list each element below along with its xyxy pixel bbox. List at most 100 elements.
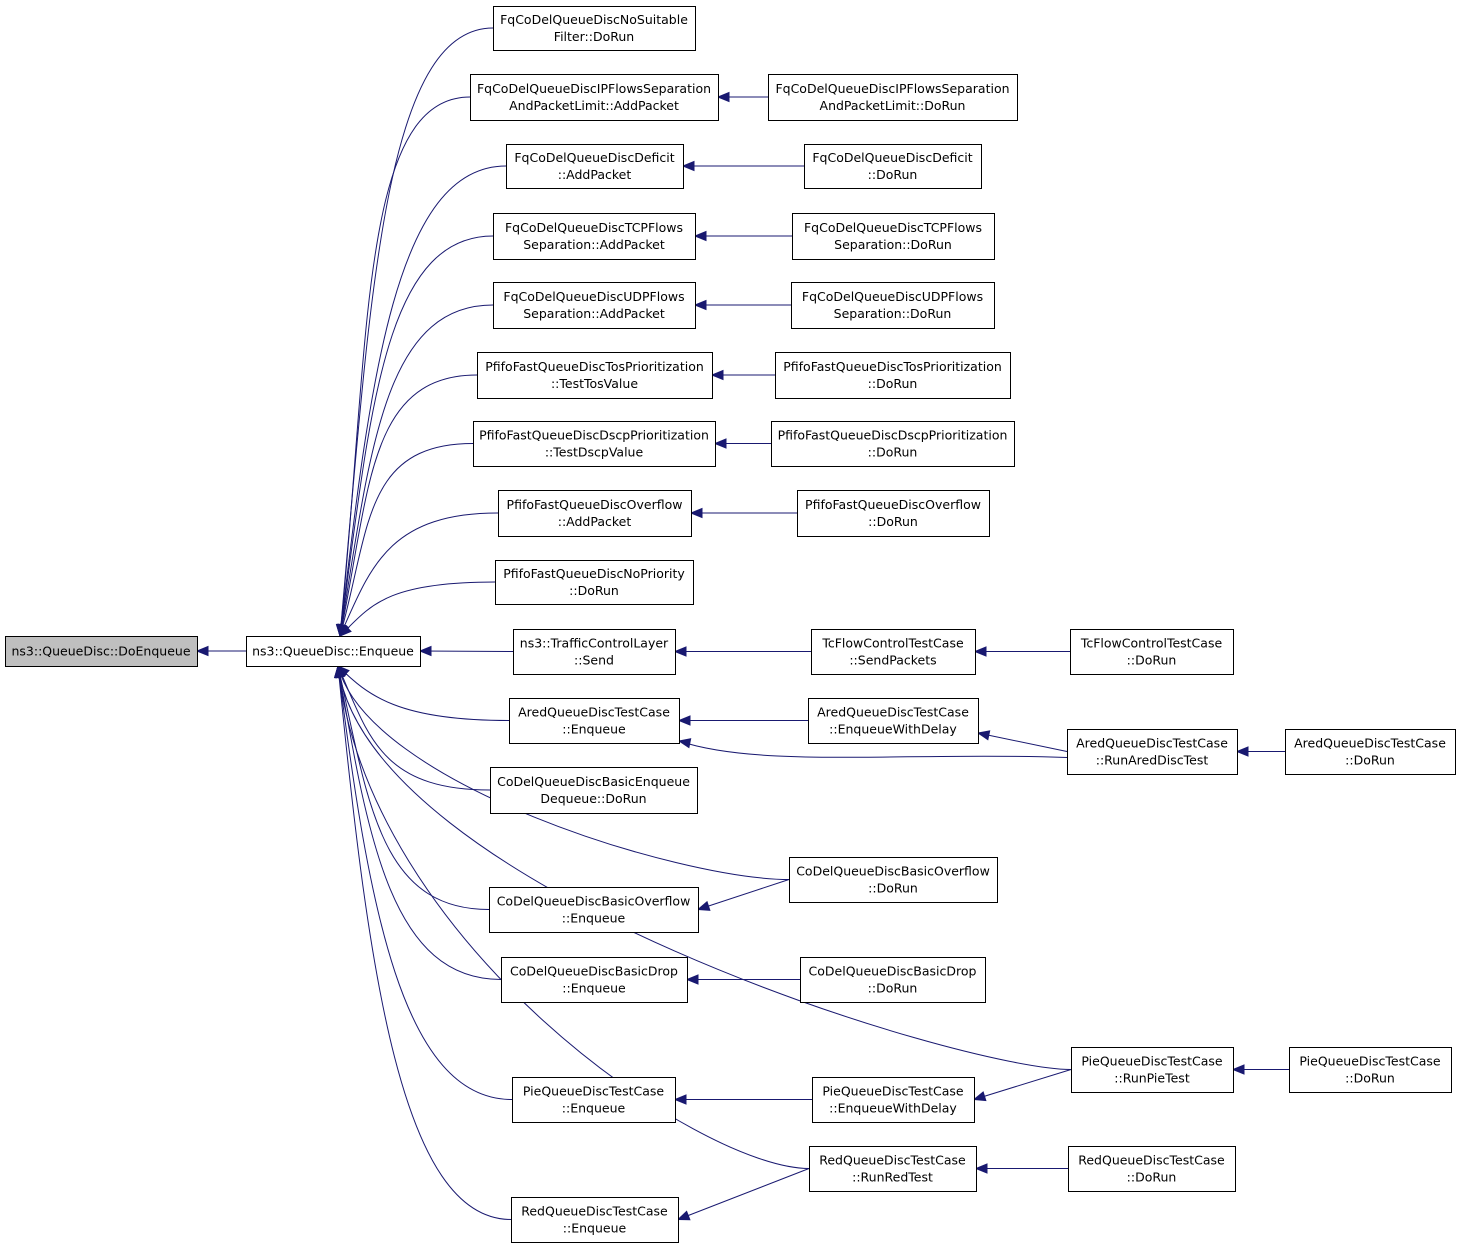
node-label: CoDelQueueDiscBasicDrop <box>809 964 977 979</box>
node-box <box>493 282 696 329</box>
node-box <box>509 698 680 744</box>
node-label: ::AddPacket <box>558 167 632 182</box>
edge-line <box>697 879 790 910</box>
node-pf_dscp_run[interactable]: PfifoFastQueueDiscDscpPrioritization::Do… <box>771 421 1015 467</box>
arrowhead <box>339 624 352 637</box>
node-ared_runtest[interactable]: AredQueueDiscTestCase::RunAredDiscTest <box>1067 729 1238 775</box>
edge-line <box>339 374 478 637</box>
node-label: RedQueueDiscTestCase <box>521 1204 668 1219</box>
node-fq_deficit_add[interactable]: FqCoDelQueueDiscDeficit::AddPacket <box>506 144 684 189</box>
node-ared_run[interactable]: AredQueueDiscTestCase::DoRun <box>1285 729 1456 775</box>
edge-codel_over_enq-to-enqueue <box>335 664 490 910</box>
arrowhead <box>713 438 727 449</box>
edge-ared_runtest-to-ared_enq <box>677 738 1068 758</box>
node-codel_over_run[interactable]: CoDelQueueDiscBasicOverflow::DoRun <box>789 857 998 903</box>
node-ared_enqdelay[interactable]: AredQueueDiscTestCase::EnqueueWithDelay <box>808 698 979 744</box>
node-doenqueue[interactable]: ns3::QueueDisc::DoEnqueue <box>5 636 198 667</box>
edge-pf_dscp_test-to-enqueue <box>338 443 474 638</box>
node-pf_tos_run[interactable]: PfifoFastQueueDiscTosPrioritization::DoR… <box>775 352 1011 399</box>
node-red_run[interactable]: RedQueueDiscTestCase::DoRun <box>1068 1146 1236 1192</box>
node-label: ::EnqueueWithDelay <box>829 1101 957 1116</box>
node-label: AredQueueDiscTestCase <box>518 705 670 720</box>
arrowhead <box>676 1210 691 1221</box>
node-pf_over_add[interactable]: PfifoFastQueueDiscOverflow::AddPacket <box>498 490 692 537</box>
node-enqueue[interactable]: ns3::QueueDisc::Enqueue <box>246 636 421 667</box>
arrowhead <box>1235 746 1249 757</box>
node-label: AredQueueDiscTestCase <box>1294 736 1446 751</box>
node-red_runtest[interactable]: RedQueueDiscTestCase::RunRedTest <box>809 1146 977 1192</box>
node-codel_over_enq[interactable]: CoDelQueueDiscBasicOverflow::Enqueue <box>489 887 699 933</box>
node-label: CoDelQueueDiscBasicEnqueue <box>497 774 690 789</box>
node-label: FqCoDelQueueDiscTCPFlows <box>804 220 982 235</box>
node-label: CoDelQueueDiscBasicOverflow <box>796 864 990 879</box>
node-codel_drop_enq[interactable]: CoDelQueueDiscBasicDrop::Enqueue <box>501 957 688 1003</box>
edge-fq_ipflows_add-to-enqueue <box>335 96 471 638</box>
node-tcflow_run[interactable]: TcFlowControlTestCase::DoRun <box>1070 629 1234 675</box>
node-box <box>768 74 1018 121</box>
node-label: TcFlowControlTestCase <box>1080 636 1223 651</box>
arrowhead <box>677 715 691 726</box>
node-box <box>1071 1047 1234 1093</box>
edge-red_enq-to-enqueue <box>333 664 512 1220</box>
node-fq_deficit_run[interactable]: FqCoDelQueueDiscDeficit::DoRun <box>804 144 982 189</box>
edge-line <box>973 1069 1072 1100</box>
node-pf_dscp_test[interactable]: PfifoFastQueueDiscDscpPrioritization::Te… <box>473 421 716 467</box>
node-label: FqCoDelQueueDiscDeficit <box>812 150 972 165</box>
arrowhead <box>1231 1064 1245 1075</box>
arrowhead <box>418 645 432 657</box>
node-label: FqCoDelQueueDiscTCPFlows <box>505 220 683 235</box>
node-fq_ipflows_add[interactable]: FqCoDelQueueDiscIPFlowsSeparationAndPack… <box>470 74 719 121</box>
node-pie_enq[interactable]: PieQueueDiscTestCase::Enqueue <box>512 1077 676 1123</box>
node-pf_over_run[interactable]: PfifoFastQueueDiscOverflow::DoRun <box>797 490 990 537</box>
node-fq_udp_run[interactable]: FqCoDelQueueDiscUDPFlowsSeparation::DoRu… <box>791 282 995 329</box>
node-box <box>808 698 979 744</box>
edge-ared_enqdelay-to-ared_enq <box>677 715 808 726</box>
node-label: PfifoFastQueueDiscOverflow <box>507 497 683 512</box>
node-tcl_send[interactable]: ns3::TrafficControlLayer::Send <box>513 629 676 675</box>
node-pie_enqdelay[interactable]: PieQueueDiscTestCase::EnqueueWithDelay <box>812 1077 975 1123</box>
node-label: Separation::DoRun <box>834 237 952 252</box>
nodes-layer: ns3::QueueDisc::DoEnqueue ns3::QueueDisc:… <box>5 6 1456 1243</box>
node-red_enq[interactable]: RedQueueDiscTestCase::Enqueue <box>511 1197 679 1243</box>
edge-fq_tcp_run-to-fq_tcp_add <box>693 230 792 242</box>
node-label: PfifoFastQueueDiscNoPriority <box>503 566 685 581</box>
node-label: ::Enqueue <box>563 1221 627 1236</box>
edge-pie_runtest-to-pie_enqdelay <box>972 1069 1072 1102</box>
node-box <box>809 1146 977 1192</box>
edge-red_runtest-to-red_enq <box>676 1168 810 1221</box>
node-fq_tcp_run[interactable]: FqCoDelQueueDiscTCPFlowsSeparation::DoRu… <box>792 213 995 260</box>
node-box <box>1067 729 1238 775</box>
edge-pie_enqdelay-to-pie_enq <box>673 1094 812 1105</box>
node-label: ::EnqueueWithDelay <box>829 722 957 737</box>
node-pf_nopri_run[interactable]: PfifoFastQueueDiscNoPriority::DoRun <box>495 560 694 605</box>
node-pf_tos_test[interactable]: PfifoFastQueueDiscTosPrioritization::Tes… <box>477 352 713 399</box>
node-tcflow_send[interactable]: TcFlowControlTestCase::SendPackets <box>811 629 976 675</box>
edge-fq_ipflows_run-to-fq_ipflows_add <box>716 91 768 103</box>
arrowhead <box>333 664 345 678</box>
node-box <box>477 352 713 399</box>
edge-tcflow_run-to-tcflow_send <box>973 646 1070 657</box>
node-fq_udp_add[interactable]: FqCoDelQueueDiscUDPFlowsSeparation::AddP… <box>493 282 696 329</box>
edge-line <box>339 443 474 637</box>
edge-line <box>337 665 790 880</box>
node-fq_ipflows_run[interactable]: FqCoDelQueueDiscIPFlowsSeparationAndPack… <box>768 74 1018 121</box>
node-label: RedQueueDiscTestCase <box>819 1153 966 1168</box>
node-fq_tcp_add[interactable]: FqCoDelQueueDiscTCPFlowsSeparation::AddP… <box>493 213 696 260</box>
node-box <box>797 490 990 537</box>
node-ared_enq[interactable]: AredQueueDiscTestCase::Enqueue <box>509 698 680 744</box>
node-label: Separation::AddPacket <box>523 237 665 252</box>
arrowhead <box>693 299 707 311</box>
node-box <box>1070 629 1234 675</box>
node-label: ::RunPieTest <box>1114 1071 1190 1086</box>
node-label: CoDelQueueDiscBasicOverflow <box>497 894 691 909</box>
edge-ared_enq-to-enqueue <box>337 665 510 721</box>
node-codel_drop_run[interactable]: CoDelQueueDiscBasicDrop::DoRun <box>800 957 986 1003</box>
arrowhead <box>974 1163 988 1174</box>
edge-ared_run-to-ared_runtest <box>1235 746 1285 757</box>
node-pie_run[interactable]: PieQueueDiscTestCase::DoRun <box>1289 1047 1452 1093</box>
node-pie_runtest[interactable]: PieQueueDiscTestCase::RunPieTest <box>1071 1047 1234 1093</box>
node-label: Separation::DoRun <box>834 306 952 321</box>
